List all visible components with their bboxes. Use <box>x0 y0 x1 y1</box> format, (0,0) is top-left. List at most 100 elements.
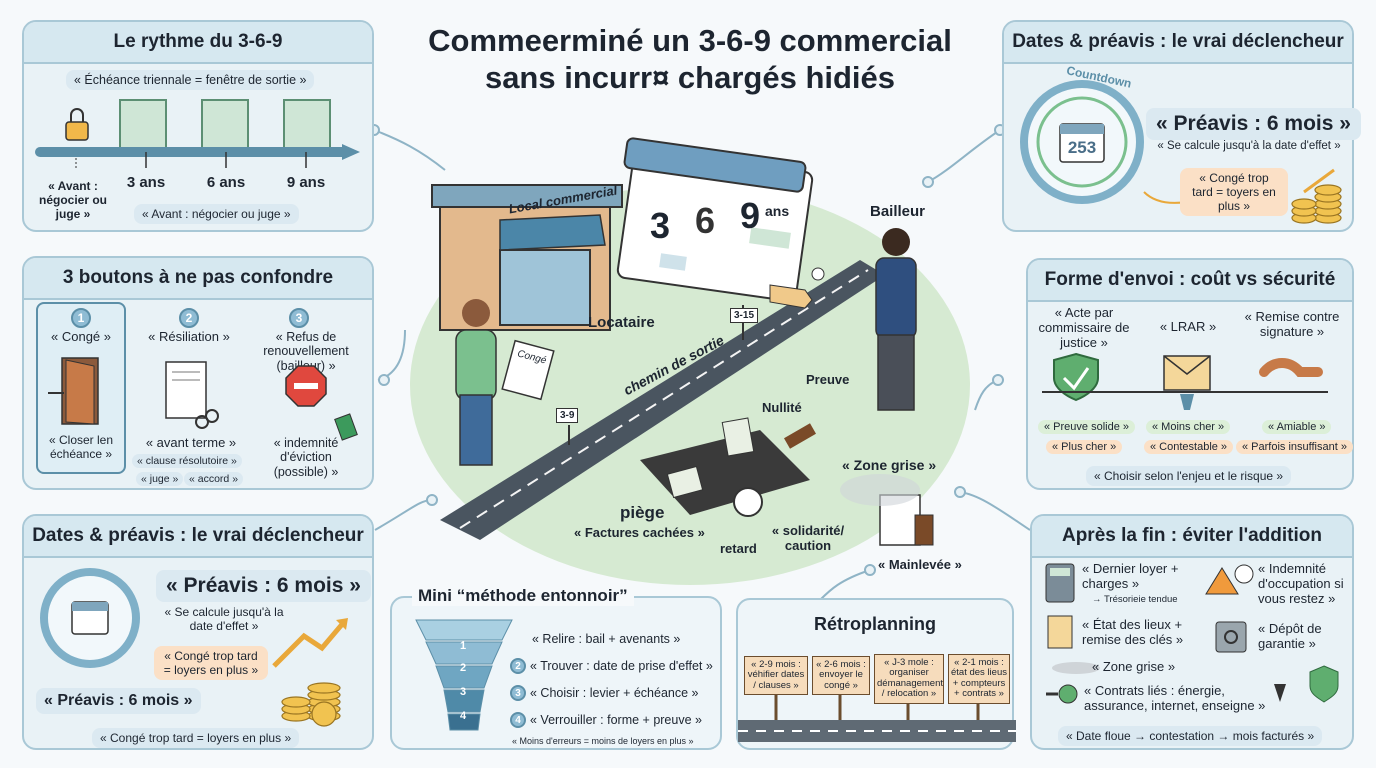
resiliation-sub: « avant terme » <box>145 435 237 450</box>
sign-3-15: 3-15 <box>730 308 759 323</box>
page-title: Commeerminé un 3-6-9 commercial sans inc… <box>380 22 1000 96</box>
rythme-bottom-pill: « Avant : négocier ou juge » <box>134 204 299 224</box>
preavis-big: « Préavis : 6 mois » <box>156 570 371 602</box>
bailiff-con: « Plus cher » <box>1046 440 1123 454</box>
step-2-badge: 2 <box>510 658 526 674</box>
calendar-6: 6 <box>695 200 716 241</box>
panel-dates-right: Dates & préavis : le vrai déclencheur Co… <box>1002 20 1361 232</box>
entonnoir-title: Mini “méthode entonnoir” <box>412 586 634 606</box>
countdown-day: 253 <box>1067 138 1097 157</box>
retro-sign-4: « 2-1 mois : état des lieus + compteurs … <box>948 654 1010 704</box>
preavis-right-calc: « Se calcule jusqu'à la date d'effet » <box>1157 140 1341 152</box>
funnel-n3: 3 <box>460 686 467 698</box>
panel-apres-title: Après la fin : éviter l'addition <box>1032 516 1352 558</box>
title-line-1: Commeerminé un 3-6-9 commercial <box>428 23 952 58</box>
title-line-2: sans incurr¤ chargés hidiés <box>484 60 896 96</box>
sign-3-9: 3-9 <box>556 408 579 423</box>
after-last-rent-sub: → Trésorieie tendue <box>1092 594 1178 605</box>
proof-label: Preuve <box>806 372 850 387</box>
after-grey-zone: « Zone grise » <box>1092 659 1176 674</box>
badge-2: 2 <box>179 308 199 328</box>
scale-icons <box>1042 352 1328 410</box>
funnel <box>415 619 513 731</box>
badge-3: 3 <box>289 308 309 328</box>
panel-apres: Après la fin : éviter l'addition « Derni… <box>1030 514 1354 750</box>
pill-accord: « accord » <box>184 472 244 486</box>
button-icons <box>48 357 358 441</box>
funnel-n2: 2 <box>460 662 467 674</box>
panel-retro: Rétroplanning « 2-9 mois : véhifier date… <box>736 598 1016 750</box>
calendar-9: 9 <box>740 195 761 236</box>
retro-sign-3: « J-3 mole : organiser démanagement / re… <box>874 654 944 704</box>
after-occupancy: « Indemnité d'occupation si vous restez … <box>1258 561 1344 606</box>
entonnoir-footer: « Moins d'erreurs = moins de loyers en p… <box>512 736 694 746</box>
pill-clause: « clause résolutoire » <box>132 454 242 468</box>
panel-dates-left: Dates & préavis : le vrai déclencheur « … <box>22 514 374 750</box>
year-9-label: 9 ans <box>286 174 326 191</box>
delay-label: retard <box>720 541 757 556</box>
guarantee-label: « solidarité/ caution <box>771 523 845 553</box>
step-3: « Choisir : levier + échéance » <box>530 686 699 700</box>
panel-forme-title: Forme d'envoi : coût vs sécurité <box>1028 260 1352 302</box>
dates-left-bottom: « Congé trop tard = loyers en plus » <box>92 728 300 748</box>
lrar-con: « Contestable » <box>1144 440 1234 454</box>
step-3-badge: 3 <box>510 685 526 701</box>
resiliation-label: « Résiliation » <box>148 329 230 344</box>
panel-boutons-title: 3 boutons à ne pas confondre <box>24 258 372 300</box>
step-4-badge: 4 <box>510 712 526 728</box>
tenant-label: Locataire <box>588 314 655 331</box>
funnel-n4: 4 <box>460 710 467 722</box>
late-warning-right: « Congé trop tard = toyers en plus » <box>1180 168 1288 216</box>
hidden-bills-label: « Factures cachées » <box>574 525 705 540</box>
panel-dates-left-title: Dates & préavis : le vrai déclencheur <box>24 516 372 558</box>
timeline <box>35 99 360 170</box>
funnel-n1: 1 <box>460 640 467 652</box>
step-2: « Trouver : date de prise d'effet » <box>530 659 713 673</box>
landlord-label: Bailleur <box>870 203 926 220</box>
late-warning: « Congé trop tard = loyers en plus » <box>154 646 268 680</box>
after-icons <box>1045 563 1339 704</box>
retro-sign-1: « 2-9 mois : véhifier dates / clauses » <box>744 656 808 696</box>
after-inventory: « État des lieux + remise des clés » <box>1082 617 1184 647</box>
countdown-icon <box>1020 80 1342 224</box>
release-label: « Mainlevée » <box>878 557 962 572</box>
panel-forme: Forme d'envoi : coût vs sécurité « Acte … <box>1026 258 1354 490</box>
rythme-top-pill: « Échéance triennale = fenêtre de sortie… <box>66 70 315 90</box>
grey-zone-label: « Zone grise » <box>842 457 937 473</box>
lrar-pro: « Moins cher » <box>1146 420 1231 434</box>
badge-1: 1 <box>71 308 91 328</box>
after-last-rent: « Dernier loyer + charges » <box>1082 561 1179 591</box>
after-contracts: « Contrats liés : énergie, assurance, in… <box>1084 683 1266 713</box>
year-6-label: 6 ans <box>206 174 246 191</box>
bailiff-pro: « Preuve solide » <box>1038 420 1135 434</box>
panel-entonnoir: Mini “méthode entonnoir” 1 2 3 4 « Relir… <box>390 586 722 750</box>
pill-juge: « juge » <box>136 472 184 486</box>
method-lrar: « LRAR » <box>1159 319 1217 334</box>
retro-title: Rétroplanning <box>814 614 936 634</box>
trap-label: piège <box>620 503 665 522</box>
preavis-right-big: « Préavis : 6 mois » <box>1146 108 1361 140</box>
conge-label: « Congé » <box>51 329 111 344</box>
method-hand: « Remise contre signature » <box>1244 309 1340 339</box>
forme-bottom: « Choisir selon l'enjeu et le risque » <box>1086 466 1292 486</box>
calendar-3: 3 <box>650 205 671 246</box>
preavis-calc: « Se calcule jusqu'à la date d'effet » <box>164 605 284 633</box>
method-bailiff: « Acte par commissaire de justice » <box>1038 305 1130 350</box>
hand-con: « Parfois insuffisant » <box>1236 440 1353 454</box>
apres-bottom: « Date floue → contestation → mois factu… <box>1058 726 1323 746</box>
hand-pro: « Amiable » <box>1262 420 1332 434</box>
retro-sign-2: « 2-6 mois : envoyer le congé » <box>812 656 870 696</box>
step-1: « Relire : bail + avenants » <box>532 632 681 646</box>
panel-rythme-title: Le rythme du 3-6-9 <box>24 22 372 64</box>
panel-rythme: Le rythme du 3-6-9 « Échéance triennale … <box>22 20 374 232</box>
calendar-ans: ans <box>765 203 790 219</box>
preavis-repeat: « Préavis : 6 mois » <box>36 688 201 714</box>
rythme-avant-note: « Avant : négocier ou juge » <box>38 179 107 221</box>
clock-icon <box>40 568 348 727</box>
refus-sub: « indemnité d'éviction (possible) » <box>273 436 339 479</box>
panel-boutons: 3 boutons à ne pas confondre 1 2 3 « Con… <box>22 256 374 490</box>
nullity-label: Nullité <box>762 400 802 415</box>
conge-sub: « Closer len échéance » <box>48 433 114 461</box>
step-4: « Verrouiller : forme + preuve » <box>530 713 702 727</box>
